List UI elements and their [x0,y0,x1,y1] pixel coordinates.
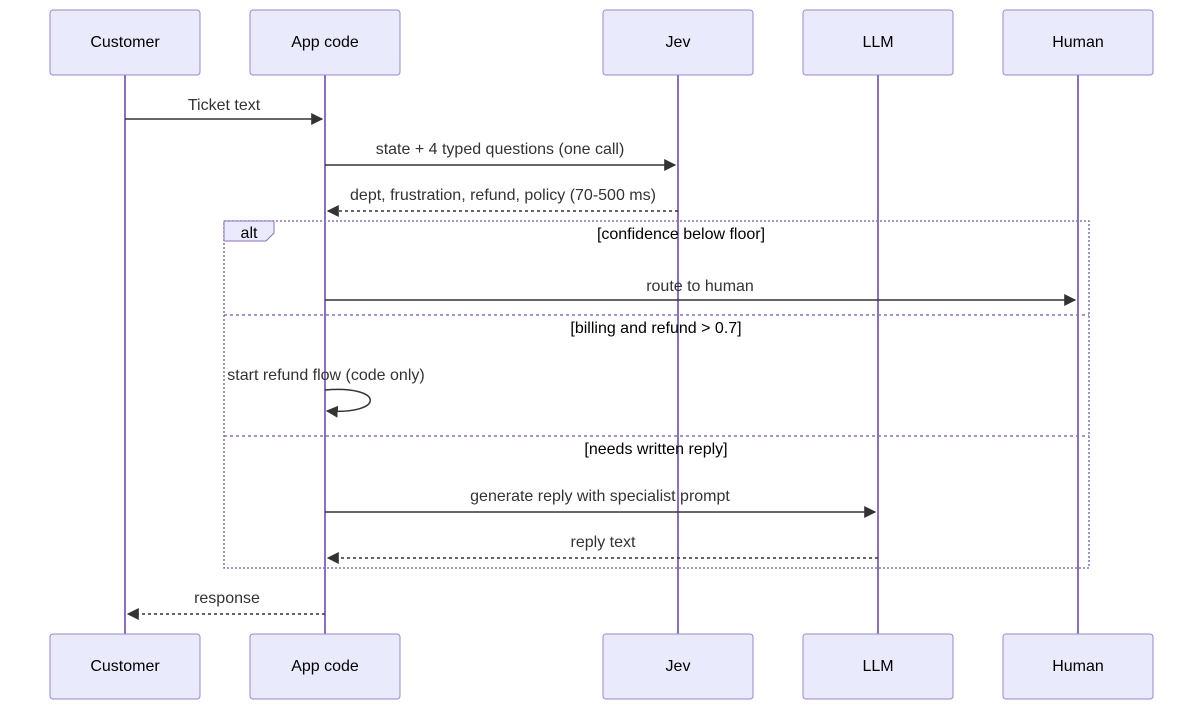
message-label: start refund flow (code only) [227,367,424,384]
actor-human-bottom: Human [1002,633,1154,700]
message-ticket-text: Ticket text [125,97,324,125]
actor-label: LLM [862,658,893,675]
actor-label: LLM [862,34,893,51]
message-jev-answers: dept, frustration, refund, policy (70-50… [326,187,678,217]
actor-label: Customer [90,34,160,51]
actor-label: App code [291,658,359,675]
message-refund-flow: start refund flow (code only) [227,367,425,418]
message-self-arrow [324,388,371,418]
actor-customer-bottom: Customer [49,633,201,700]
alt-frame: alt [confidence below floor] [billing an… [223,220,1090,569]
message-label: reply text [571,534,636,551]
alt-frame-border [223,220,1090,569]
message-generate-reply: generate reply with specialist prompt [325,488,877,518]
alt-condition-written-reply: [needs written reply] [584,441,727,458]
actor-label: Jev [666,658,691,675]
message-label: generate reply with specialist prompt [470,488,730,505]
actor-label: Customer [90,658,160,675]
actor-jev-bottom: Jev [602,633,754,700]
actor-human-top: Human [1002,9,1154,76]
message-reply-text: reply text [326,534,878,564]
actor-app-code-top: App code [249,9,401,76]
message-label: response [194,590,260,607]
alt-label: alt [241,225,258,242]
message-state-questions: state + 4 typed questions (one call) [325,141,677,171]
alt-condition-confidence: [confidence below floor] [597,226,765,243]
actor-label: Human [1052,34,1104,51]
actor-label: App code [291,34,359,51]
message-label: route to human [646,278,754,295]
message-label: Ticket text [188,97,261,114]
actor-customer-top: Customer [49,9,201,76]
message-label: state + 4 typed questions (one call) [376,141,625,158]
alt-tab [223,220,275,242]
actor-llm-top: LLM [802,9,954,76]
actor-llm-bottom: LLM [802,633,954,700]
actor-label: Jev [666,34,691,51]
message-response: response [126,590,325,620]
alt-condition-billing-refund: [billing and refund > 0.7] [570,320,741,337]
message-label: dept, frustration, refund, policy (70-50… [350,187,656,204]
actor-jev-top: Jev [602,9,754,76]
actor-label: Human [1052,658,1104,675]
message-route-to-human: route to human [325,278,1077,306]
actor-app-code-bottom: App code [249,633,401,700]
